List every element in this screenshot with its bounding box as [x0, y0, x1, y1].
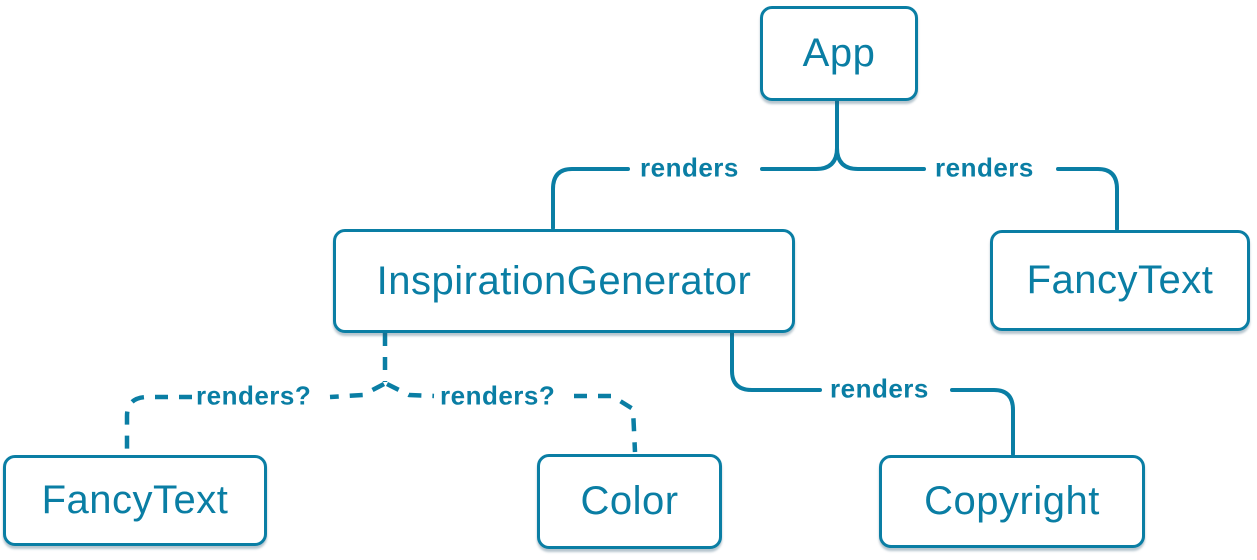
edge-inspirationgenerator-to-color-conditional: [385, 381, 638, 453]
edge-app-to-fancytext: [835, 146, 1119, 231]
node-fancy-text-bottom-label: FancyText: [41, 478, 229, 522]
edge-label-app-inspirationgenerator: renders: [640, 152, 739, 183]
node-color-label: Color: [580, 479, 679, 523]
node-fancy-text-right-label: FancyText: [1026, 258, 1214, 302]
edge-label-inspirationgenerator-color: renders?: [440, 380, 556, 411]
edge-inspirationgenerator-to-fancytext-conditional: [124, 382, 386, 452]
edge-label-inspirationgenerator-fancytext: renders?: [196, 380, 312, 411]
node-copyright: Copyright: [879, 455, 1145, 548]
node-fancy-text-bottom: FancyText: [3, 455, 267, 546]
edge-label-inspirationgenerator-copyright: renders: [830, 373, 929, 404]
node-fancy-text-right: FancyText: [990, 230, 1250, 331]
edge-inspirationgenerator-to-copyright: [730, 331, 1015, 456]
node-inspiration-generator-label: InspirationGenerator: [376, 258, 752, 303]
edge-label-app-fancytext: renders: [935, 152, 1034, 183]
node-inspiration-generator: InspirationGenerator: [333, 229, 795, 333]
node-copyright-label: Copyright: [924, 479, 1100, 523]
node-app-label: App: [802, 31, 876, 75]
node-color: Color: [537, 454, 722, 549]
node-app: App: [760, 6, 918, 101]
